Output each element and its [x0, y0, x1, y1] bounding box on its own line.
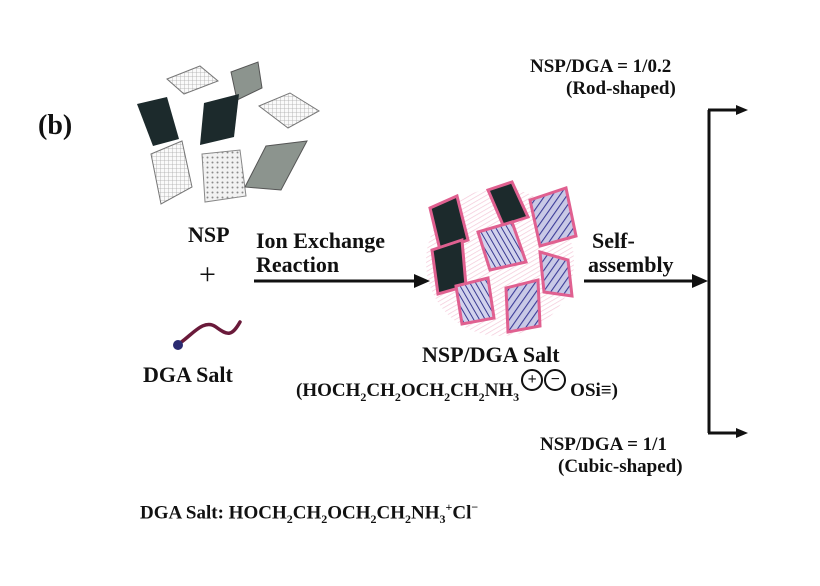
ion-exchange-label-line2: Reaction	[256, 252, 340, 277]
nsp-plate	[230, 61, 263, 101]
negative-charge: −	[544, 369, 567, 391]
nsp-plate	[137, 97, 179, 146]
nsp-dga-plate	[476, 220, 528, 272]
positive-charge: +	[521, 369, 544, 391]
cubic-ratio-label: NSP/DGA = 1/1	[540, 434, 667, 455]
nsp-dga-plate	[538, 249, 574, 298]
nsp-plate	[201, 149, 247, 203]
dga-salt-label: DGA Salt	[143, 362, 233, 387]
panel-label: (b)	[38, 110, 73, 141]
salt-formula: (HOCH2CH2OCH2CH2NH3+−OSi≡)	[296, 369, 618, 404]
footer-formula: DGA Salt: HOCH2CH2OCH2CH2NH3+Cl−	[140, 500, 479, 527]
rod-shape-label: (Rod-shaped)	[566, 78, 676, 99]
nsp-dga-plate	[504, 278, 542, 334]
self-assembly-label-line1: Self-	[592, 228, 635, 253]
nsp-plate	[200, 94, 239, 145]
plus-sign: +	[199, 258, 216, 291]
rod-ratio-label: NSP/DGA = 1/0.2	[530, 56, 672, 77]
nsp-plate	[150, 140, 193, 205]
nsp-plate	[244, 140, 308, 191]
nsp-dga-plate	[485, 180, 531, 227]
nsp-dga-plate	[454, 276, 496, 326]
nsp-label: NSP	[188, 222, 230, 247]
self-assembly-label-line2: assembly	[588, 252, 674, 277]
dga-salt-chain	[173, 320, 242, 350]
nsp-dga-plate	[528, 186, 578, 248]
ion-exchange-label-line1: Ion Exchange	[256, 228, 385, 253]
ion-exchange-arrow	[254, 274, 430, 288]
cubic-shape-label: (Cubic-shaped)	[558, 456, 683, 477]
nsp-dga-salt-label: NSP/DGA Salt	[422, 342, 560, 367]
product-bracket	[707, 105, 748, 438]
nsp-plate	[166, 65, 219, 95]
nsp-dga-plate	[428, 193, 470, 252]
nsp-plates	[137, 61, 320, 205]
nsp-dga-salt-cluster	[426, 180, 578, 336]
self-assembly-arrow	[584, 274, 708, 288]
nsp-plate	[258, 92, 320, 129]
